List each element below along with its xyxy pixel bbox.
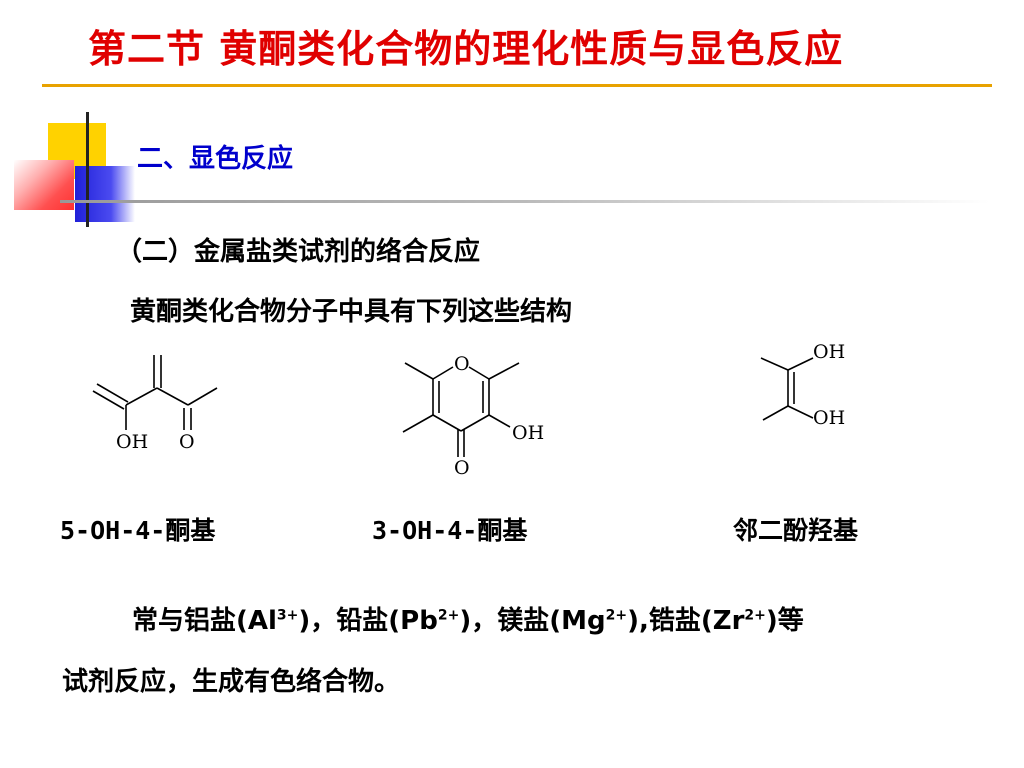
atom-oh: OH: [116, 431, 148, 453]
section-heading: （二）金属盐类试剂的络合反应: [116, 237, 481, 267]
structure-label-2: 3-OH-4-酮基: [372, 516, 528, 545]
page-title: 第二节 黄酮类化合物的理化性质与显色反应: [88, 27, 844, 71]
section-subtitle: 二、显色反应: [137, 144, 294, 174]
decoration-vertical-bar: [86, 112, 89, 227]
section-divider: [60, 200, 990, 203]
atom-keto-o: O: [454, 457, 470, 479]
structure-ortho-diol: OH OH: [760, 341, 845, 429]
atom-o: O: [179, 431, 195, 453]
atom-oh-bottom: OH: [813, 407, 845, 429]
structure-5oh-4keto: OH O: [92, 355, 218, 453]
intro-line: 黄酮类化合物分子中具有下列这些结构: [130, 297, 573, 327]
reaction-line-2: 试剂反应，生成有色络合物。: [62, 667, 401, 697]
decoration-blue-square: [75, 166, 135, 222]
structure-label-3: 邻二酚羟基: [733, 516, 859, 545]
atom-oh-top: OH: [813, 341, 845, 363]
atom-oh: OH: [512, 422, 544, 444]
structure-3oh-4keto: O OH O: [402, 353, 544, 479]
title-divider: [42, 84, 992, 87]
reaction-line-1: 常与铝盐(Al3+)，铅盐(Pb2+)，镁盐(Mg2+),锆盐(Zr2+)等: [132, 606, 804, 636]
structure-label-1: 5-OH-4-酮基: [60, 516, 216, 545]
atom-ring-o: O: [454, 353, 470, 375]
